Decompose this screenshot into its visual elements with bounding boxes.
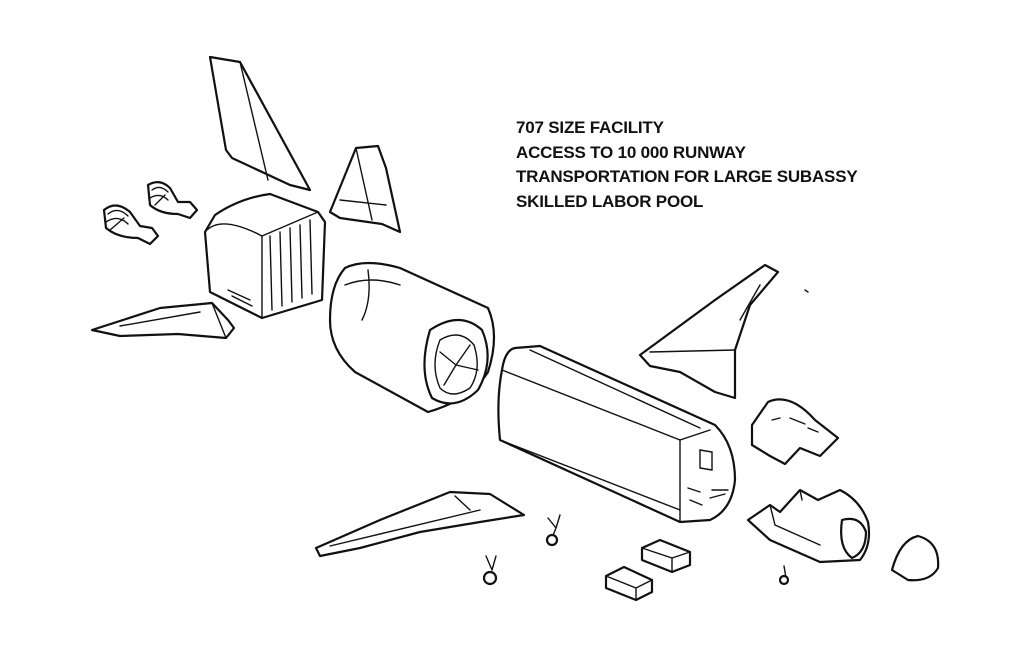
nose-section — [746, 488, 871, 564]
crew-cabin-upper — [750, 398, 840, 466]
landing-gear-doors — [604, 538, 692, 602]
note-transportation: TRANSPORTATION FOR LARGE SUBASSY — [516, 167, 858, 186]
facility-requirements-list: 707 SIZE FACILITY ACCESS TO 10 000 RUNWA… — [516, 116, 858, 214]
left-wing — [314, 490, 526, 558]
mid-fuselage-section — [328, 261, 496, 414]
note-runway-access: ACCESS TO 10 000 RUNWAY — [516, 142, 746, 162]
oms-pod — [328, 144, 402, 234]
main-engines — [102, 181, 199, 246]
aft-fuselage — [203, 192, 327, 320]
payload-bay-fuselage — [497, 344, 737, 524]
nose-cap — [890, 534, 940, 582]
right-wing — [638, 263, 809, 400]
landing-gear — [482, 514, 790, 586]
note-labor-pool: SKILLED LABOR POOL — [516, 191, 704, 211]
note-facility-size: 707 SIZE FACILITY — [516, 118, 664, 137]
body-flap — [90, 301, 236, 340]
vertical-tail — [208, 55, 312, 192]
